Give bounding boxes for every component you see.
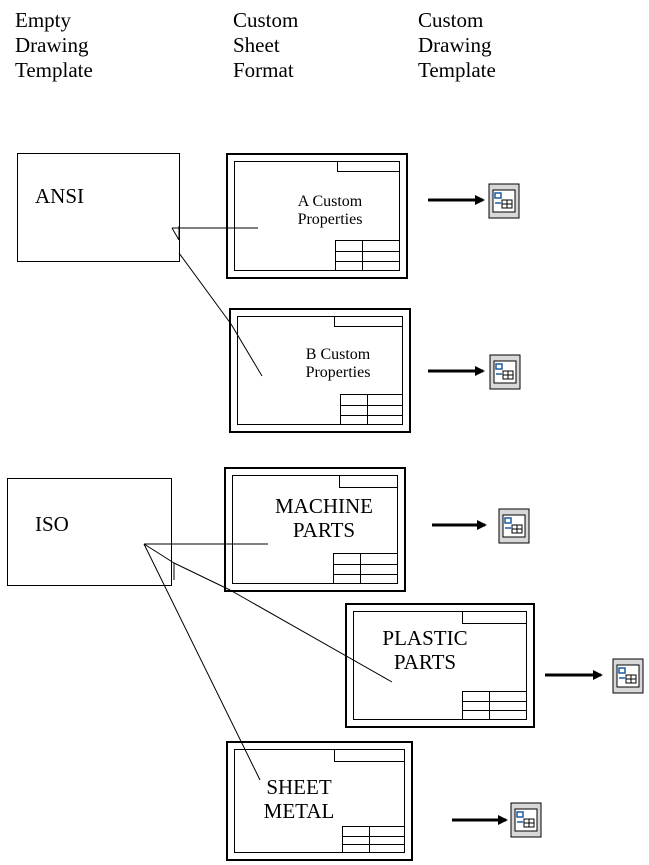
- drawing-template-icon: [498, 508, 530, 544]
- label-line: Properties: [297, 211, 363, 229]
- header-line: Drawing: [418, 33, 492, 57]
- sheet-b-label: B Custom Properties: [278, 346, 398, 383]
- label-line: METAL: [263, 799, 335, 824]
- iso-to-plastic-line: [173, 562, 231, 591]
- drawing-template-icon: [488, 183, 520, 219]
- sheet-format-a: [226, 153, 408, 279]
- sheet-metal-label: SHEET METAL: [244, 775, 354, 823]
- header-line: Template: [15, 58, 93, 82]
- sheet-a-label: A Custom Properties: [270, 193, 390, 230]
- ansi-to-b-line: [178, 252, 232, 325]
- drawing-template-icon: [489, 354, 521, 390]
- sheet-machine-label: MACHINE PARTS: [258, 494, 390, 542]
- iso-template-box: [7, 478, 172, 586]
- ansi-template-box: [17, 153, 180, 262]
- label-line: SHEET: [266, 775, 332, 799]
- label-line: PARTS: [292, 518, 356, 543]
- header-empty-drawing-template: Empty Drawing Template: [15, 8, 93, 83]
- header-line: Custom: [233, 8, 299, 32]
- header-line: Empty: [15, 8, 71, 32]
- ansi-label: ANSI: [35, 184, 85, 208]
- label-line: PARTS: [393, 650, 457, 675]
- header-line: Custom: [418, 8, 484, 32]
- iso-label: ISO: [35, 512, 69, 536]
- header-custom-drawing-template: Custom Drawing Template: [418, 8, 496, 83]
- sheet-plastic-label: PLASTIC PARTS: [365, 626, 485, 674]
- label-line: A Custom: [297, 193, 363, 210]
- header-line: Template: [418, 58, 496, 82]
- label-line: Properties: [305, 364, 371, 382]
- label-line: PLASTIC: [382, 626, 468, 650]
- header-line: Sheet: [233, 33, 280, 57]
- drawing-template-icon: [510, 802, 542, 838]
- label-line: B Custom: [305, 346, 371, 363]
- header-line: Drawing: [15, 33, 89, 57]
- header-line: Format: [233, 58, 294, 82]
- label-line: MACHINE: [275, 494, 373, 518]
- header-custom-sheet-format: Custom Sheet Format: [233, 8, 298, 83]
- drawing-template-icon: [612, 658, 644, 694]
